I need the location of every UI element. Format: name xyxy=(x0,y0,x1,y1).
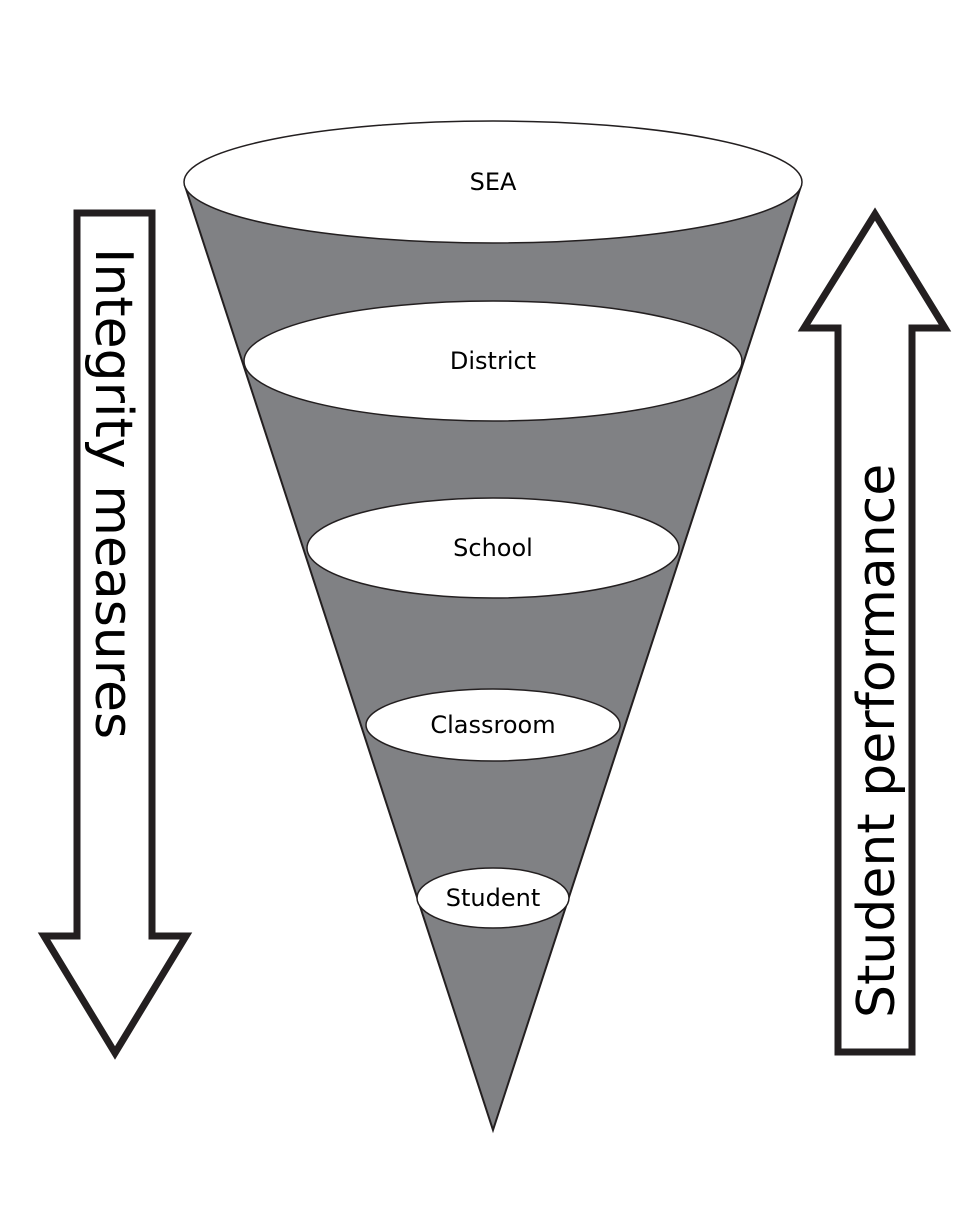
level-district-ellipse xyxy=(243,300,743,422)
right-arrow: Student performance xyxy=(797,207,952,1056)
level-school-label: School xyxy=(453,534,533,562)
level-sea-label: SEA xyxy=(470,168,517,196)
level-district-label: District xyxy=(450,347,536,375)
right-arrow-label: Student performance xyxy=(847,464,907,1018)
level-school: School xyxy=(306,497,680,599)
down-arrow-icon xyxy=(37,209,193,1060)
level-student-ellipse xyxy=(416,867,570,929)
level-district: District xyxy=(243,300,743,422)
left-arrow-label: Integrity measures xyxy=(83,248,143,739)
level-classroom-ellipse xyxy=(365,688,621,762)
up-arrow-icon xyxy=(797,207,952,1056)
level-sea: SEA xyxy=(183,120,803,244)
level-classroom-label: Classroom xyxy=(430,711,555,739)
left-arrow: Integrity measures xyxy=(37,209,193,1060)
level-school-ellipse xyxy=(306,497,680,599)
level-sea-ellipse xyxy=(183,120,803,244)
level-classroom: Classroom xyxy=(365,688,621,762)
level-student: Student xyxy=(416,867,570,929)
level-student-label: Student xyxy=(446,884,540,912)
